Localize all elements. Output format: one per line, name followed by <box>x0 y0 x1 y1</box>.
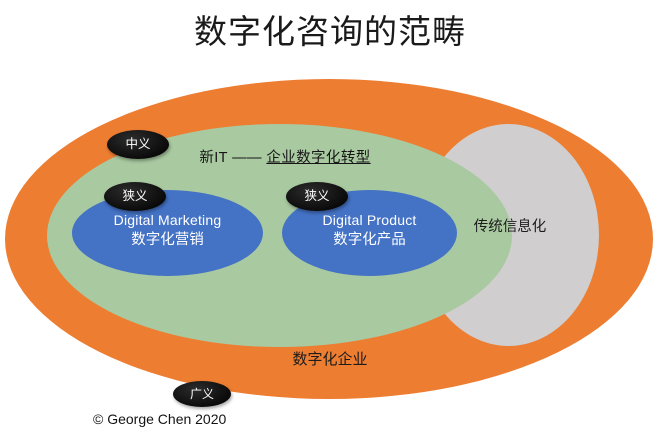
label-digital-product-en: Digital Product <box>322 212 417 228</box>
label-digital-marketing-zh: 数字化营销 <box>131 232 204 248</box>
label-digital-marketing-en: Digital Marketing <box>113 212 222 228</box>
ellipse-digital-marketing <box>72 190 263 276</box>
badge-middle-sense: 中义 <box>107 130 169 159</box>
copyright-text: © George Chen 2020 <box>93 411 227 427</box>
label-new-it-underlined: 企业数字化转型 <box>266 150 371 166</box>
label-traditional-informatization: 传统信息化 <box>473 219 547 235</box>
label-digital-marketing: Digital Marketing 数字化营销 <box>72 211 263 250</box>
label-digital-product: Digital Product 数字化产品 <box>282 211 457 250</box>
label-digital-enterprise: 数字化企业 <box>292 351 368 368</box>
page-title: 数字化咨询的范畴 <box>194 13 466 50</box>
badge-narrow-sense-marketing: 狭义 <box>104 182 166 211</box>
label-new-it-prefix: 新IT —— <box>199 150 267 166</box>
label-new-it: 新IT —— 企业数字化转型 <box>185 146 385 167</box>
badge-broad-sense: 广义 <box>173 381 231 407</box>
badge-narrow-sense-product: 狭义 <box>286 182 348 211</box>
label-digital-product-zh: 数字化产品 <box>333 232 406 248</box>
